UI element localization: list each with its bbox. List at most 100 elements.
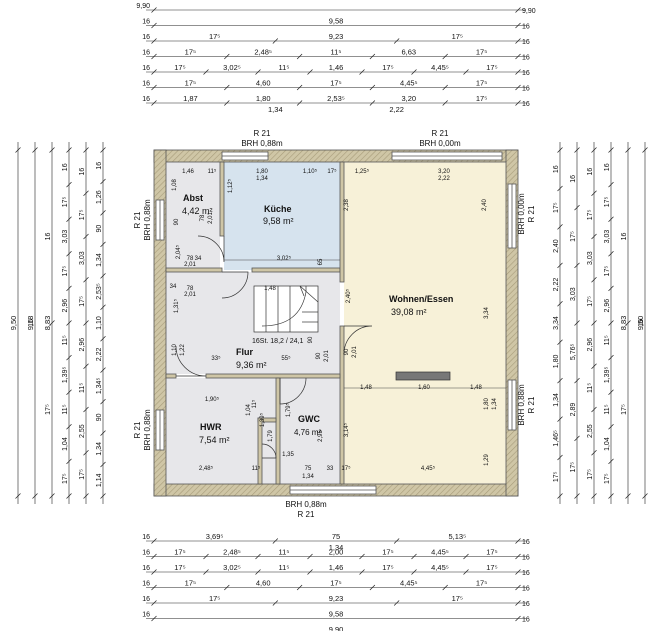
interior-dim-value: 1,60	[418, 385, 430, 391]
window-label-left-lower-brh: BRH 0,88m	[143, 409, 152, 451]
room-fill-wohnen	[344, 162, 506, 484]
dim-value: 11⁵	[331, 48, 342, 57]
dim-value: 3,20	[401, 94, 416, 103]
dim-edge-right: 16	[522, 570, 530, 577]
dim-edge-left: 16	[142, 81, 150, 88]
interior-dim-value: 2,01	[184, 292, 196, 298]
room-labels: Abst 4,42 m² Küche 9,58 m² Wohnen/Essen …	[182, 193, 453, 445]
dim-edge-right: 16	[522, 39, 530, 46]
interior-dim-value: 78	[200, 214, 206, 221]
dim-edge-left: 16	[142, 19, 150, 26]
dim-value: 2,96	[587, 338, 594, 352]
interior-dim-value: 1,31⁵	[173, 298, 180, 313]
dim-value: 3,03	[79, 251, 86, 265]
dim-value: 17⁵	[62, 266, 69, 277]
room-fill-kueche	[224, 162, 340, 270]
interior-dim-value: 1,29	[484, 454, 490, 466]
window-label-left-upper-brh: BRH 0,88m	[143, 199, 152, 241]
interior-dim-value: 3,14⁵	[343, 422, 350, 437]
dim-value: 3,03	[62, 230, 69, 244]
dim-value: 17⁵	[476, 579, 487, 588]
dim-value: 9,23	[329, 32, 344, 41]
dim-value: 17⁵	[382, 563, 393, 572]
dim-value: 17⁵	[553, 202, 560, 213]
room-name-wohnen: Wohnen/Essen	[389, 294, 453, 304]
dim-value: 16	[79, 168, 86, 176]
interior-dim-value: 78	[187, 286, 194, 292]
dim-sub-value: 1,34	[329, 543, 344, 552]
dim-value: 17⁵	[476, 94, 487, 103]
interior-dim-value: 1,10⁵	[303, 168, 318, 175]
doors	[175, 235, 373, 459]
room-area-hwr: 7,54 m²	[199, 435, 230, 445]
dim-value: 17⁵	[62, 473, 69, 484]
interior-dim-value: 1,80	[256, 169, 268, 175]
dim-value: 16	[45, 233, 52, 241]
kitchen-counter	[395, 371, 451, 381]
interior-dim-value: 2,01	[352, 346, 358, 358]
room-area-flur: 9,36 m²	[236, 360, 267, 370]
dim-value: 17⁵	[185, 79, 196, 88]
dim-value: 9,23	[329, 594, 344, 603]
dim-value: 11⁵	[279, 563, 290, 572]
dim-value: 4,60	[256, 79, 271, 88]
dim-value: 17⁵	[486, 563, 497, 572]
dim-value: 2,22	[96, 348, 103, 362]
dim-edge-left: 16	[142, 534, 150, 541]
dim-value: 17⁵	[476, 48, 487, 57]
dim-value: 17⁵	[486, 548, 497, 557]
dim-value: 4,45⁵	[400, 579, 418, 588]
dim-value: 1,46	[329, 563, 344, 572]
dim-edge-left: 16	[142, 596, 150, 603]
dim-value: 16	[62, 163, 69, 171]
interior-dim-value: 1,46	[182, 169, 194, 175]
interior-dim-value: 1,34	[256, 176, 268, 182]
interior-dim-value: 1,22	[180, 344, 186, 356]
right-dimension-chains: 1617⁵2,402,223,341,801,341,46⁵17⁵1617⁵3,…	[553, 142, 648, 504]
dim-edge-right: 16	[522, 24, 530, 31]
dim-value: 17⁵	[330, 579, 341, 588]
interior-dim-value: 90	[308, 336, 314, 343]
room-name-flur: Flur	[236, 347, 253, 357]
dim-edge-left: 16	[142, 550, 150, 557]
dim-value: 11⁵	[62, 404, 69, 414]
dim-edge-right: 16	[522, 55, 530, 62]
dim-value: 1,34⁵	[96, 378, 103, 395]
window-label-right-upper-r: R 21	[527, 205, 536, 222]
dim-value: 2,22	[553, 278, 560, 292]
dim-value: 6,63	[401, 48, 416, 57]
dim-value: 4,45⁵	[431, 63, 449, 72]
dim-value: 17⁵	[452, 594, 463, 603]
dim-edge-right: 16	[522, 586, 530, 593]
dim-value: 17⁵	[209, 32, 220, 41]
room-area-wohnen: 39,08 m²	[391, 307, 427, 317]
dim-value: 17⁵	[174, 563, 185, 572]
dim-value: 4,45⁵	[400, 79, 418, 88]
interior-dim-value: 1,80	[484, 398, 490, 410]
dim-value: 1,04	[62, 437, 69, 451]
interior-dim-value: 1,48	[470, 385, 482, 391]
dim-value: 1,80	[256, 94, 271, 103]
dim-value: 17⁵	[604, 196, 611, 207]
dim-edge-right: 16	[522, 101, 530, 108]
dim-value: 1,14	[96, 473, 103, 487]
interior-dim-value: 1,48	[360, 385, 372, 391]
room-fill-abst	[166, 162, 220, 268]
dim-value: 1,04	[604, 437, 611, 451]
dim-value: 90	[96, 225, 103, 233]
dim-value: 17⁵	[486, 63, 497, 72]
dim-value: 2,53⁵	[327, 94, 345, 103]
dim-value: 17⁵	[382, 63, 393, 72]
dim-value: 3,34	[553, 316, 560, 330]
interior-dim-value: 3,02⁵	[277, 255, 292, 262]
window-label-top-left-brh: BRH 0,88m	[241, 139, 283, 148]
window-label-top-right-brh: BRH 0,00m	[419, 139, 461, 148]
interior-dim-value: 11⁵	[252, 465, 261, 472]
dim-value: 2,96	[604, 299, 611, 313]
dim-value: 17⁵	[382, 548, 393, 557]
window-label-right-lower-brh: BRH 0,88m	[517, 384, 526, 426]
dim-value: 2,53⁵	[96, 283, 103, 300]
interior-dim-value: 90	[316, 352, 322, 359]
